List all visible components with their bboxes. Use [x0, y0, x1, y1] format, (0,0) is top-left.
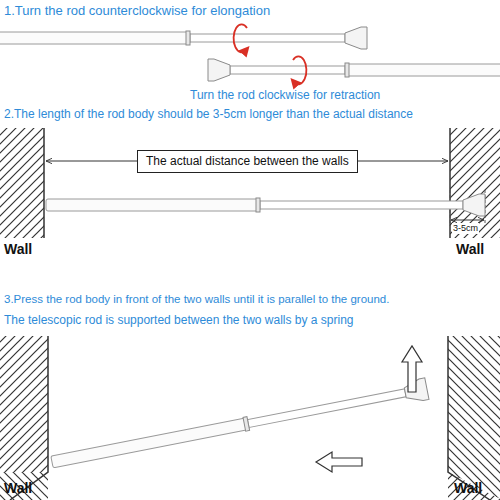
step-note: Turn the rod clockwise for retraction [190, 88, 380, 102]
push-arrow [316, 452, 362, 472]
step-note: The telescopic rod is supported between … [4, 313, 354, 327]
wall-section [0, 128, 500, 238]
wall-label: Wall [4, 480, 32, 497]
tension-rod [0, 27, 367, 49]
wall-label: Wall [456, 241, 484, 258]
wall-label: Wall [454, 480, 482, 497]
dimension-box: The actual distance between the walls [137, 150, 358, 173]
step-heading: 3.Press the rod body in front of the two… [4, 293, 389, 307]
box-text: The actual distance between the walls [146, 154, 349, 169]
wall-label: Wall [4, 241, 32, 258]
dimension-line [451, 220, 484, 221]
step-heading: 1.Turn the rod counterclockwise for elon… [4, 3, 270, 19]
rotation-arrow [293, 56, 306, 84]
step-heading: 2.The length of the rod body should be 3… [4, 107, 413, 121]
tension-rod [46, 194, 485, 216]
push-arrow [402, 346, 422, 392]
tension-rod [208, 59, 500, 81]
rotation-arrow [234, 24, 247, 52]
wall-section [0, 336, 500, 500]
dimension-label: 3-5cm [452, 223, 479, 234]
tension-rod [50, 378, 429, 473]
